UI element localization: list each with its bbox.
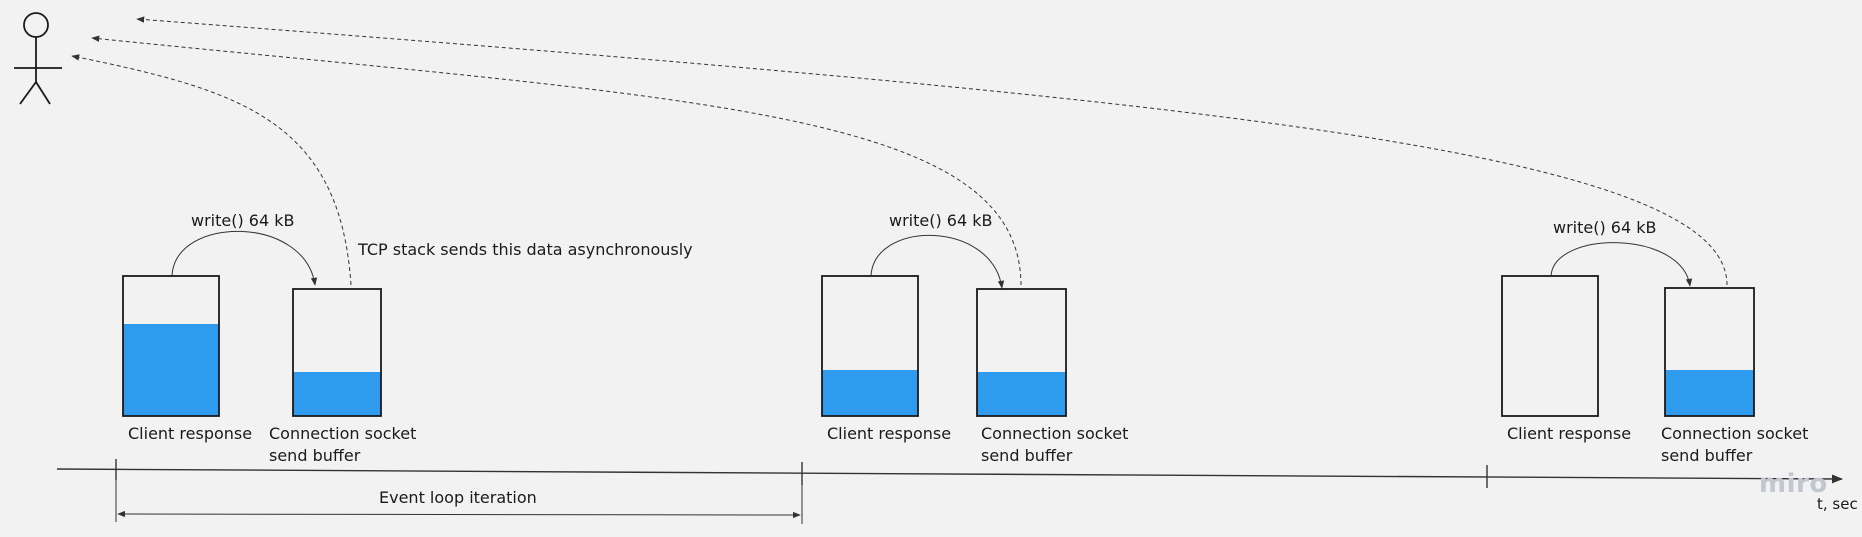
socket-buffer-label-3b: send buffer [1661,446,1753,465]
client-response-label-2: Client response [827,424,952,443]
client-response-box-2 [821,275,919,417]
socket-buffer-label-1b: send buffer [269,446,361,465]
write-arrow-2 [870,235,1005,289]
socket-buffer-box-3 [1664,287,1755,417]
write-arrow-1 [171,230,318,286]
time-axis [56,468,1844,484]
client-response-fill-2 [822,370,918,416]
write-label-2: write() 64 kB [889,211,993,230]
client-response-label-3: Client response [1507,424,1632,443]
write-label-3: write() 64 kB [1553,218,1657,237]
socket-buffer-label-2b: send buffer [981,446,1073,465]
write-arrow-3 [1550,242,1693,287]
client-response-fill-1 [123,324,219,416]
event-loop-span-arrow [117,510,801,519]
socket-buffer-fill-2 [977,372,1066,416]
tcp-async-note: TCP stack sends this data asynchronously [358,240,693,259]
async-arrow-1 [71,54,352,286]
event-loop-label: Event loop iteration [379,488,537,507]
miro-watermark: miro [1759,469,1828,499]
client-response-box-3 [1501,275,1599,417]
socket-buffer-box-1 [292,288,382,417]
time-axis-label: t, sec [1817,495,1858,513]
socket-buffer-fill-3 [1665,370,1754,416]
socket-buffer-label-1a: Connection socket [269,424,417,443]
socket-buffer-box-2 [976,288,1067,417]
async-arrow-2 [91,35,1022,286]
async-arrow-3 [136,16,1728,286]
client-response-label-1: Client response [128,424,253,443]
socket-buffer-label-3a: Connection socket [1661,424,1809,443]
socket-buffer-label-2a: Connection socket [981,424,1129,443]
socket-buffer-fill-1 [293,372,381,416]
client-response-box-1 [122,275,220,417]
write-label-1: write() 64 kB [191,211,295,230]
user-actor-icon [14,12,62,105]
